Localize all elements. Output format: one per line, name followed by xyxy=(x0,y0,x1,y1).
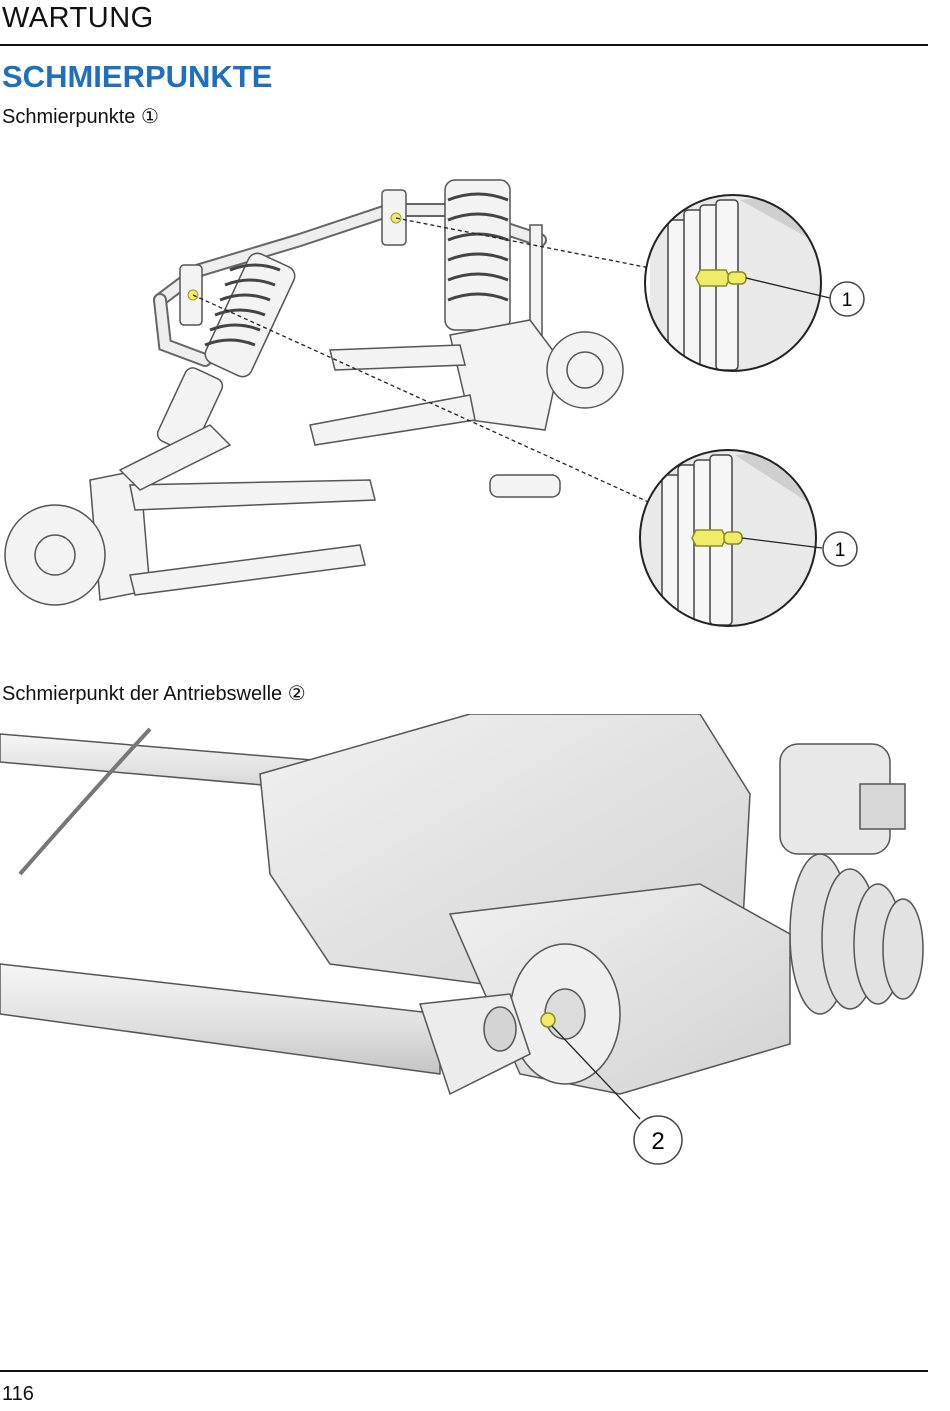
suspension-illustration: 1 1 xyxy=(4,179,865,627)
caption-driveshaft-lubrication: Schmierpunkt der Antriebswelle ② xyxy=(2,683,306,705)
header-rule xyxy=(0,44,928,46)
page-header-title: WARTUNG xyxy=(2,2,154,34)
page-number: 116 xyxy=(2,1383,34,1405)
footer-rule xyxy=(0,1370,928,1372)
caption-lubrication-points: Schmierpunkte ① xyxy=(2,106,159,128)
callout-1-top: 1 xyxy=(842,290,853,311)
callout-1-bottom: 1 xyxy=(835,540,846,561)
driveshaft-illustration: 2 xyxy=(0,714,924,1165)
section-title: SCHMIERPUNKTE xyxy=(2,59,273,94)
callout-2: 2 xyxy=(651,1128,664,1155)
